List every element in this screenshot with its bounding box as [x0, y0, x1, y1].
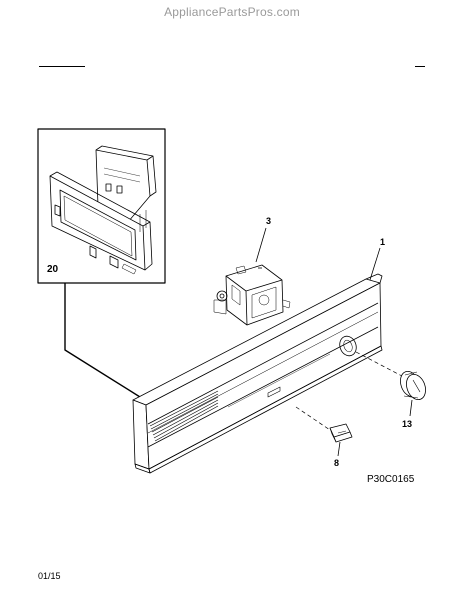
drawing-code: P30C0165 [367, 474, 415, 485]
dispenser-part-20 [49, 145, 157, 275]
control-panel-part-1 [132, 273, 383, 474]
callout-part-13: 13 [402, 419, 413, 429]
header-rule-left [39, 66, 85, 67]
leader-line-part-20 [64, 283, 141, 398]
leader-line-part-8 [337, 441, 341, 457]
watermark: AppliancePartsPros.com [164, 5, 300, 19]
button-part-8 [329, 423, 353, 443]
knob-part-13 [400, 371, 426, 400]
leader-line-part-13 [409, 399, 413, 417]
timer-part-3 [213, 264, 291, 326]
footer-date: 01/15 [38, 571, 61, 581]
callout-part-1: 1 [380, 237, 386, 247]
knob-axis [355, 351, 403, 377]
leader-line-part-3 [255, 227, 267, 263]
leader-line-part-1 [369, 247, 381, 281]
inset-box-part-20 [37, 128, 166, 284]
knob-axis-part-8 [295, 406, 331, 431]
callout-part-20: 20 [47, 264, 59, 275]
callout-part-8: 8 [334, 458, 340, 468]
callout-part-3: 3 [266, 216, 272, 226]
header-rule-right [415, 66, 425, 67]
